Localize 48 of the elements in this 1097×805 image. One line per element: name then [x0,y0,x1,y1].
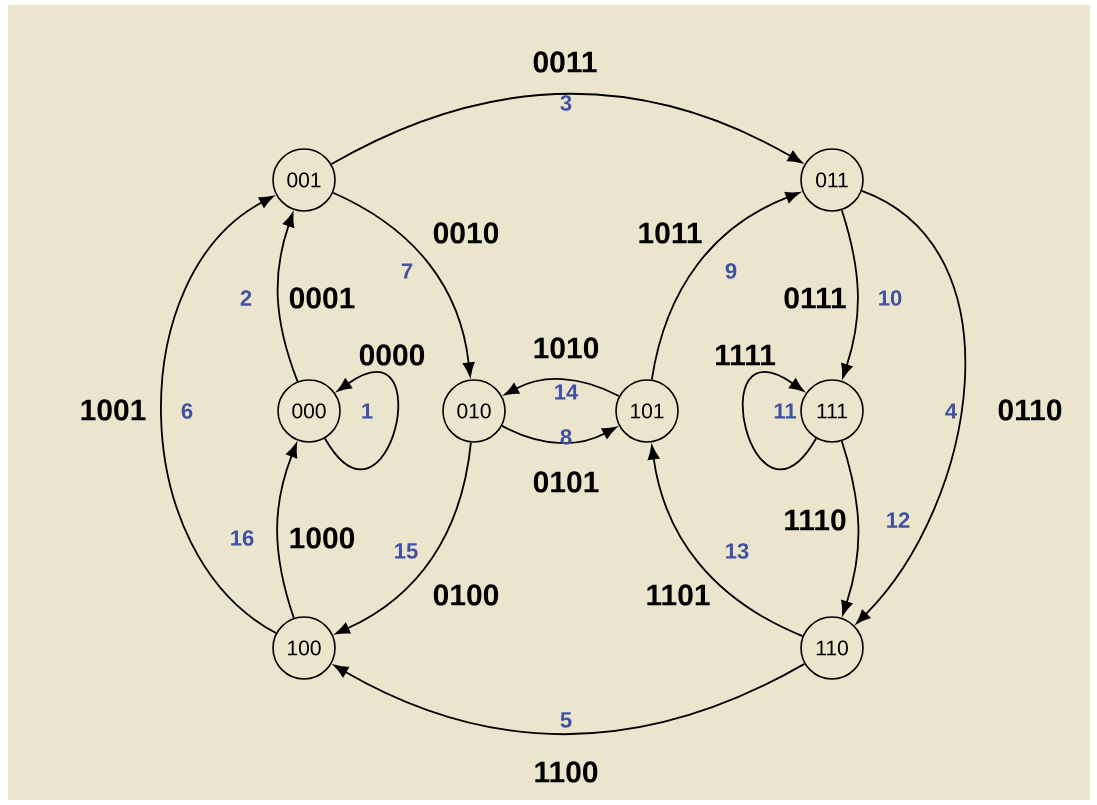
edge-number: 3 [560,95,572,111]
edge-number: 11 [774,403,796,419]
arrow [647,445,804,637]
arrow [856,189,966,624]
arrow [160,195,277,634]
edge-label: 0011 [533,51,597,73]
edge-number: 14 [555,384,579,400]
edge-label: 0001 [289,287,355,309]
edge-label: 1010 [534,337,599,359]
arrow [335,441,472,635]
arrow [332,191,475,377]
edge-label: 0111 [784,287,846,309]
edge-number: 15 [395,543,418,559]
edge-label: 1011 [639,222,702,244]
edge-label: 1001 [81,399,146,421]
edge-label: 0100 [433,584,499,606]
arrow [276,443,298,619]
arrow [840,209,859,379]
edge-label: 0110 [998,399,1062,421]
edge-number: 6 [181,403,193,419]
arrow [650,191,800,381]
edge-number: 4 [945,403,957,419]
edge-number: 12 [887,512,910,528]
arrow [276,212,299,383]
edge-number: 16 [231,530,254,546]
edge-label: 0000 [359,344,425,366]
edge-label: 0101 [533,471,599,493]
edge-number: 5 [560,712,572,728]
edge-label: 1111 [716,344,776,366]
edge-number: 1 [362,403,373,419]
arrow [501,425,617,444]
arrow [840,440,860,616]
edge-number: 10 [879,290,902,306]
edge-number: 7 [401,263,413,279]
edge-number: 9 [725,263,737,279]
edge-number: 2 [240,290,252,306]
edge-label: 1100 [535,761,598,783]
edge-label: 0010 [433,222,499,244]
edge-number: 13 [726,543,749,559]
arrow [330,93,803,165]
arrow [504,378,620,397]
edge-label: 1000 [290,527,355,549]
edge-label: 1110 [785,509,846,531]
arrow [324,372,400,470]
edge-number: 8 [560,429,572,445]
arrow [333,663,806,735]
edge-label: 1101 [647,584,710,606]
arrow [742,372,817,470]
